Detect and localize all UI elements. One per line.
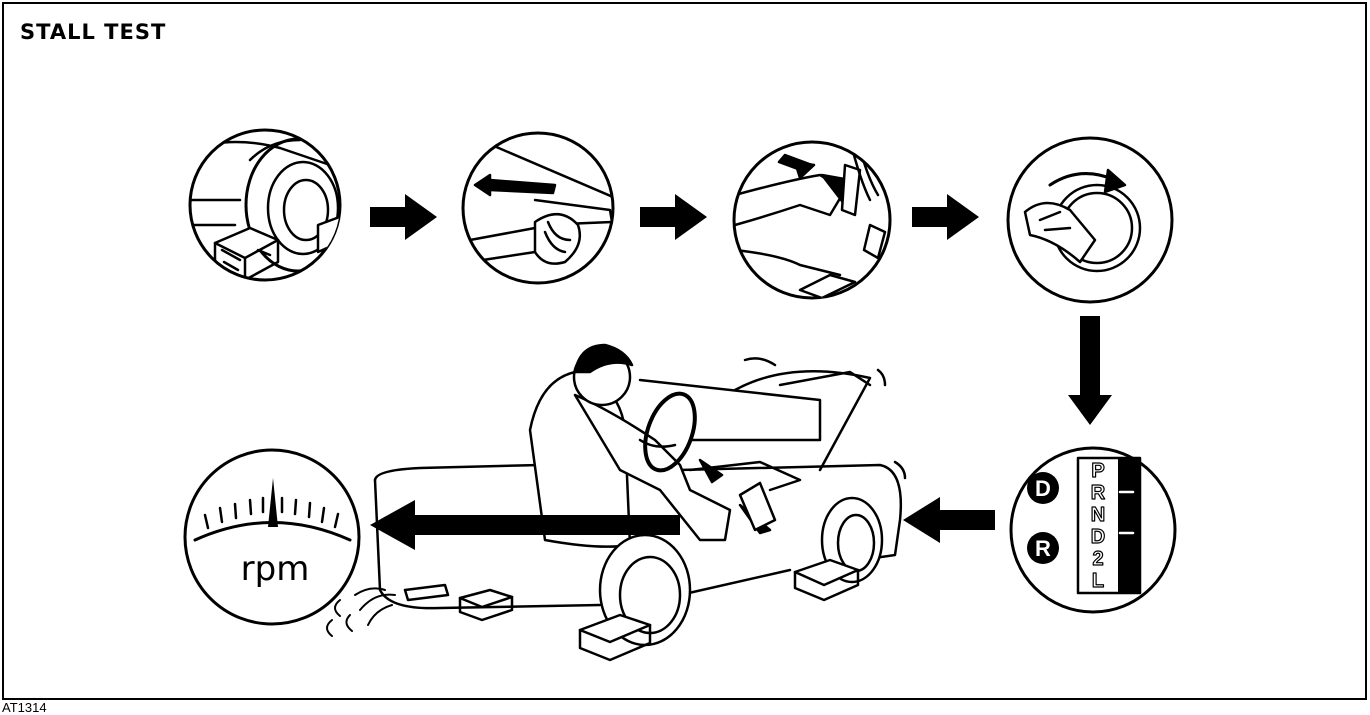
arrow-1-2-icon <box>370 194 437 240</box>
range-d-label: D <box>1035 476 1051 501</box>
arrow-4-5-icon <box>1068 316 1112 425</box>
range-r-label: R <box>1035 536 1051 561</box>
shift-pos-r: R <box>1091 482 1106 504</box>
step-select-range-panel <box>1009 446 1177 614</box>
shift-pos-p: P <box>1091 460 1104 482</box>
step-start-engine-panel <box>1006 136 1174 304</box>
arrow-6-7-icon <box>370 500 680 550</box>
step-chock-wheels-panel <box>188 128 342 282</box>
shift-pos-d: D <box>1091 526 1105 548</box>
shift-pos-l: L <box>1092 570 1104 592</box>
figure-frame <box>2 2 1367 700</box>
step-read-tachometer-panel <box>183 448 361 626</box>
arrow-5-6-icon <box>903 497 995 543</box>
car-driver-illustration <box>326 343 907 662</box>
tachometer-needle <box>268 478 278 527</box>
tachometer-unit-label: rpm <box>241 549 310 589</box>
shift-pos-2: 2 <box>1092 548 1103 570</box>
range-r-badge <box>1027 532 1059 564</box>
step-brake-pedal-panel <box>732 140 892 300</box>
figure-id-label: AT1314 <box>2 700 47 715</box>
range-d-badge <box>1027 472 1059 504</box>
figure-title: STALL TEST <box>20 20 167 44</box>
step-parking-brake-panel <box>461 131 615 285</box>
arrow-2-3-icon <box>640 194 707 240</box>
shift-pos-n: N <box>1091 504 1105 526</box>
arrow-3-4-icon <box>912 194 979 240</box>
